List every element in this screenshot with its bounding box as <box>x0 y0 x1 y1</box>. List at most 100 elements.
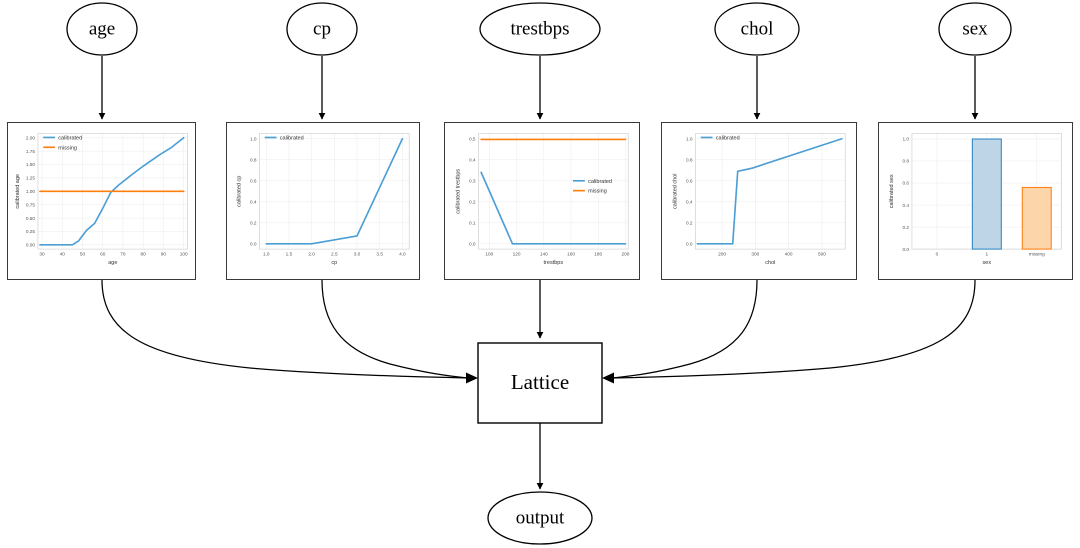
edge-chol-panel-to-lattice <box>611 279 758 379</box>
svg-text:500: 500 <box>818 252 826 258</box>
svg-text:0.8: 0.8 <box>686 157 693 163</box>
svg-text:1.75: 1.75 <box>26 149 36 155</box>
svg-text:1.0: 1.0 <box>250 136 257 142</box>
svg-text:4.0: 4.0 <box>399 252 406 258</box>
svg-text:0.50: 0.50 <box>26 216 36 222</box>
svg-text:200: 200 <box>622 252 630 258</box>
edge-cp-panel-to-lattice <box>321 279 469 379</box>
chart-trestbps: 0.0 0.1 0.2 0.3 0.4 0.5 100 120 140 160 180 200 tres… <box>455 133 630 266</box>
svg-text:1.25: 1.25 <box>26 176 36 182</box>
node-trestbps-label: trestbps <box>510 18 569 39</box>
node-age[interactable]: age <box>66 2 138 56</box>
svg-text:50: 50 <box>80 252 86 258</box>
svg-text:0.0: 0.0 <box>686 242 693 248</box>
svg-text:0.8: 0.8 <box>902 159 909 165</box>
svg-text:missing: missing <box>58 145 77 151</box>
svg-text:3.5: 3.5 <box>376 252 383 258</box>
svg-text:0.4: 0.4 <box>250 200 257 206</box>
svg-text:missing: missing <box>1029 252 1045 258</box>
svg-text:2.0: 2.0 <box>308 252 315 258</box>
svg-text:140: 140 <box>540 252 548 258</box>
svg-text:calibrated trestbps: calibrated trestbps <box>455 169 461 214</box>
svg-text:120: 120 <box>513 252 521 258</box>
svg-text:0.1: 0.1 <box>469 221 476 227</box>
svg-text:1: 1 <box>986 252 989 258</box>
svg-text:70: 70 <box>120 252 126 258</box>
svg-text:0.0: 0.0 <box>469 242 476 248</box>
svg-text:calibrated chol: calibrated chol <box>672 174 678 209</box>
svg-text:0.75: 0.75 <box>26 202 36 208</box>
svg-text:trestbps: trestbps <box>544 260 564 266</box>
svg-text:missing: missing <box>588 189 607 195</box>
svg-text:cp: cp <box>331 260 337 266</box>
svg-text:0.6: 0.6 <box>686 179 693 185</box>
node-chol[interactable]: chol <box>714 2 800 56</box>
svg-text:3.0: 3.0 <box>354 252 361 258</box>
node-sex[interactable]: sex <box>938 2 1012 56</box>
node-output[interactable]: output <box>487 491 593 545</box>
edge-sex-panel-to-lattice <box>611 279 976 379</box>
svg-text:0.6: 0.6 <box>250 179 257 185</box>
svg-text:0.4: 0.4 <box>469 157 476 163</box>
node-cp[interactable]: cp <box>286 2 358 56</box>
svg-text:1.50: 1.50 <box>26 162 36 168</box>
svg-text:1.5: 1.5 <box>286 252 293 258</box>
svg-text:0.2: 0.2 <box>469 200 476 206</box>
svg-text:calibrated: calibrated <box>716 135 740 141</box>
node-lattice[interactable]: Lattice <box>477 342 603 424</box>
svg-text:200: 200 <box>718 252 726 258</box>
svg-text:calibrated cp: calibrated cp <box>236 176 242 207</box>
svg-text:100: 100 <box>180 252 188 258</box>
chart-chol: 0.0 0.2 0.4 0.6 0.8 1.0 200 300 400 500 chol calibr… <box>672 133 846 266</box>
svg-text:1.0: 1.0 <box>902 137 909 143</box>
node-lattice-label: Lattice <box>511 370 569 394</box>
svg-text:0.2: 0.2 <box>902 225 909 231</box>
node-age-label: age <box>89 18 115 39</box>
svg-text:300: 300 <box>751 252 759 258</box>
svg-text:0.2: 0.2 <box>686 221 693 227</box>
svg-text:0.4: 0.4 <box>686 200 693 206</box>
svg-text:40: 40 <box>60 252 66 258</box>
svg-text:100: 100 <box>485 252 493 258</box>
svg-text:160: 160 <box>567 252 575 258</box>
svg-text:calibrated sex: calibrated sex <box>889 174 895 208</box>
svg-text:80: 80 <box>141 252 147 258</box>
svg-text:chol: chol <box>765 260 775 266</box>
svg-text:60: 60 <box>100 252 106 258</box>
svg-text:calibrated: calibrated <box>58 135 82 141</box>
svg-text:1.0: 1.0 <box>263 252 270 258</box>
svg-text:1.0: 1.0 <box>686 136 693 142</box>
svg-text:400: 400 <box>785 252 793 258</box>
svg-text:age: age <box>108 260 117 266</box>
svg-text:0.0: 0.0 <box>902 247 909 253</box>
plot-panel-sex[interactable]: 0.0 0.2 0.4 0.6 0.8 1.0 0 1 missing sex calibrated… <box>878 122 1073 280</box>
svg-text:0.2: 0.2 <box>250 221 257 227</box>
svg-text:180: 180 <box>594 252 602 258</box>
plot-panel-trestbps[interactable]: 0.0 0.1 0.2 0.3 0.4 0.5 100 120 140 160 180 200 tres… <box>444 122 640 280</box>
svg-text:0.6: 0.6 <box>902 181 909 187</box>
svg-text:90: 90 <box>161 252 167 258</box>
svg-text:0.4: 0.4 <box>902 203 909 209</box>
svg-text:0.0: 0.0 <box>250 242 257 248</box>
svg-text:0.8: 0.8 <box>250 157 257 163</box>
svg-text:0.3: 0.3 <box>469 179 476 185</box>
edge-age-panel-to-lattice <box>101 279 469 379</box>
svg-text:0.00: 0.00 <box>26 243 36 249</box>
node-trestbps[interactable]: trestbps <box>479 2 601 56</box>
svg-text:calibrated age: calibrated age <box>15 174 21 209</box>
svg-text:2.00: 2.00 <box>26 135 36 141</box>
svg-text:0: 0 <box>936 252 939 258</box>
plot-panel-chol[interactable]: 0.0 0.2 0.4 0.6 0.8 1.0 200 300 400 500 chol calibr… <box>661 122 857 280</box>
arrowhead-left-into-lattice <box>466 372 478 384</box>
svg-text:0.5: 0.5 <box>469 136 476 142</box>
svg-text:calibrated: calibrated <box>280 135 304 141</box>
node-cp-label: cp <box>313 18 331 39</box>
node-sex-label: sex <box>962 18 988 39</box>
svg-text:sex: sex <box>983 260 992 266</box>
